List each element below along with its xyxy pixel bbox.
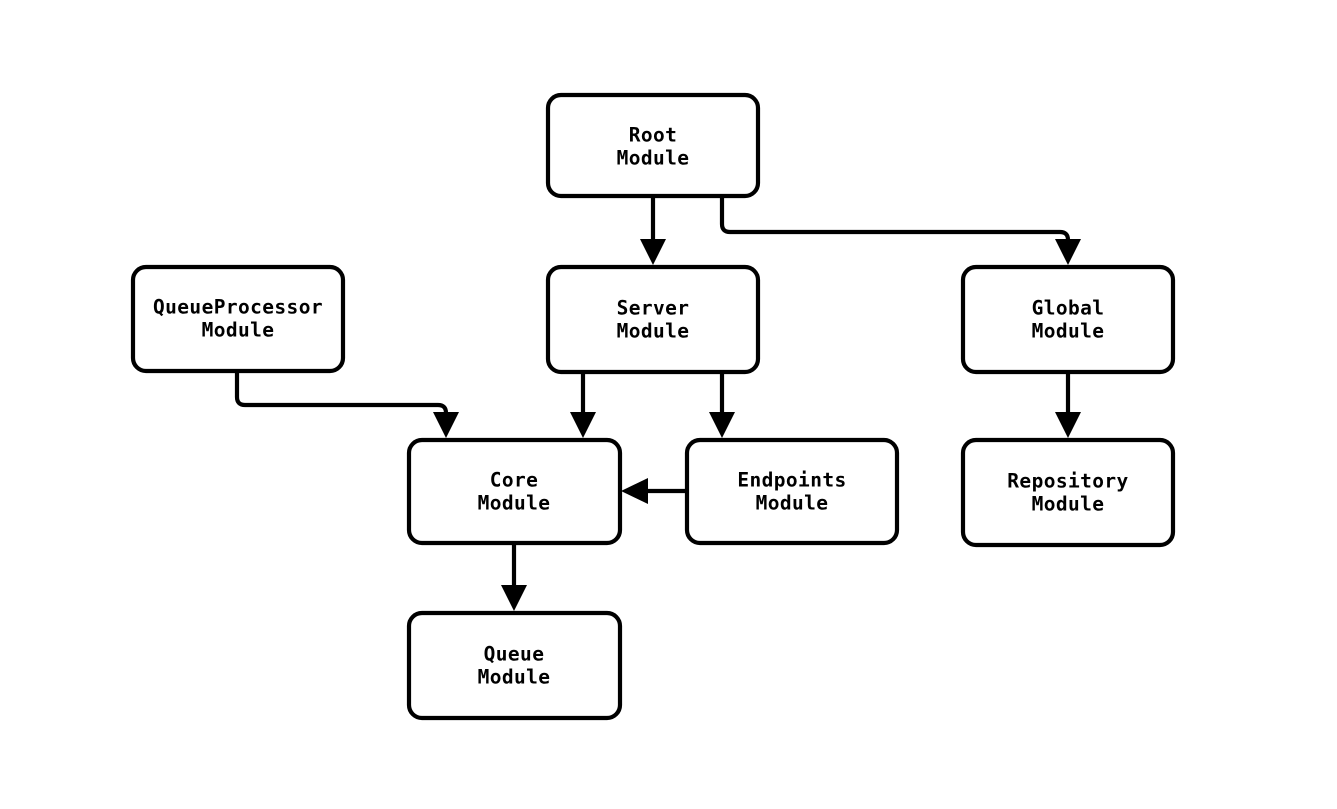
node-queue-module-box[interactable] (406, 610, 623, 721)
edge-core-to-queue (501, 543, 527, 611)
node-queueprocessor-module-label-line2: Module (202, 319, 275, 342)
node-endpoints-module-box[interactable] (684, 437, 900, 546)
node-queue-module-label-line2: Module (478, 666, 551, 689)
node-root-module-box[interactable] (545, 92, 761, 199)
edge-root-to-global (719, 196, 1081, 265)
node-endpoints-module[interactable]: Endpoints Module (684, 437, 900, 546)
node-root-module-label-line2: Module (617, 147, 690, 170)
node-core-module-label-line2: Module (478, 492, 551, 515)
node-repository-module-label-line2: Module (1032, 493, 1105, 516)
node-endpoints-module-label-line2: Module (756, 492, 829, 515)
node-global-module[interactable]: Global Module (960, 264, 1176, 375)
node-global-module-box[interactable] (960, 264, 1176, 375)
node-global-module-label-line2: Module (1032, 320, 1105, 343)
edge-endpoints-to-core (621, 478, 687, 504)
node-queueprocessor-module[interactable]: QueueProcessor Module (130, 264, 346, 374)
edge-server-to-core (570, 372, 596, 438)
edge-root-to-server (640, 196, 666, 265)
node-layer: Root Module QueueProcessor Module Server… (130, 92, 1176, 721)
node-core-module[interactable]: Core Module (406, 437, 623, 546)
node-queueprocessor-module-box[interactable] (130, 264, 346, 374)
edge-layer (234, 196, 1081, 611)
node-server-module[interactable]: Server Module (545, 264, 761, 375)
node-server-module-label-line1: Server (617, 297, 690, 320)
node-endpoints-module-label-line1: Endpoints (737, 469, 846, 492)
node-root-module[interactable]: Root Module (545, 92, 761, 199)
node-repository-module[interactable]: Repository Module (960, 437, 1176, 548)
node-server-module-label-line2: Module (617, 320, 690, 343)
node-repository-module-label-line1: Repository (1007, 470, 1128, 493)
node-queue-module-label-line1: Queue (484, 643, 545, 666)
edge-server-to-endpoints (709, 372, 735, 438)
node-server-module-box[interactable] (545, 264, 761, 375)
node-global-module-label-line1: Global (1032, 297, 1105, 320)
edge-queueprocessor-to-core (234, 371, 459, 438)
node-queueprocessor-module-label-line1: QueueProcessor (153, 296, 323, 319)
edge-global-to-repository (1055, 372, 1081, 438)
node-core-module-box[interactable] (406, 437, 623, 546)
node-repository-module-box[interactable] (960, 437, 1176, 548)
node-root-module-label-line1: Root (629, 124, 678, 147)
node-queue-module[interactable]: Queue Module (406, 610, 623, 721)
node-core-module-label-line1: Core (490, 469, 539, 492)
